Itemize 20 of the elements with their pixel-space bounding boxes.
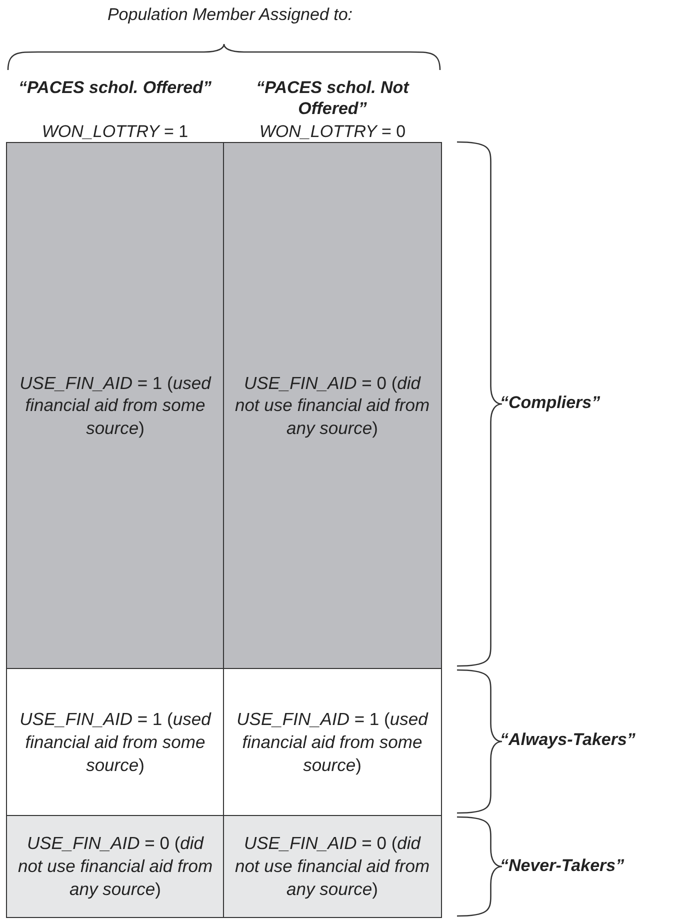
cell-text: USE_FIN_AID = 1 (used financial aid from some source): [18, 708, 212, 776]
cell-text: USE_FIN_AID = 0 (did not use financial aid from any source): [234, 832, 431, 900]
table-cell: [223, 815, 442, 918]
heading: Population Member Assigned to:: [106, 4, 354, 26]
column-heading: “PACES schol. Offered”: [17, 77, 213, 98]
group-label: “Compliers”: [500, 392, 600, 414]
variable-value: WON_LOTTRY = 1: [40, 121, 190, 142]
variable-value: WON_LOTTRY = 0: [258, 121, 407, 142]
cell-text: USE_FIN_AID = 1 (used financial aid from some source): [18, 372, 212, 440]
column-heading: “PACES schol. Not Offered”: [255, 77, 410, 120]
cell-text: USE_FIN_AID = 1 (used financial aid from some source): [236, 708, 430, 776]
table-cell: [6, 142, 224, 670]
group-label: “Never-Takers”: [500, 855, 624, 876]
table-cell: [223, 668, 442, 816]
table-cell: [223, 142, 442, 670]
table-cell: [6, 668, 224, 816]
cell-text: USE_FIN_AID = 0 (did not use financial aid from any source): [234, 372, 431, 440]
cell-text: USE_FIN_AID = 0 (did not use financial aid from any source): [16, 832, 214, 900]
table-cell: [6, 815, 224, 918]
group-label: “Always-Takers”: [500, 729, 636, 750]
